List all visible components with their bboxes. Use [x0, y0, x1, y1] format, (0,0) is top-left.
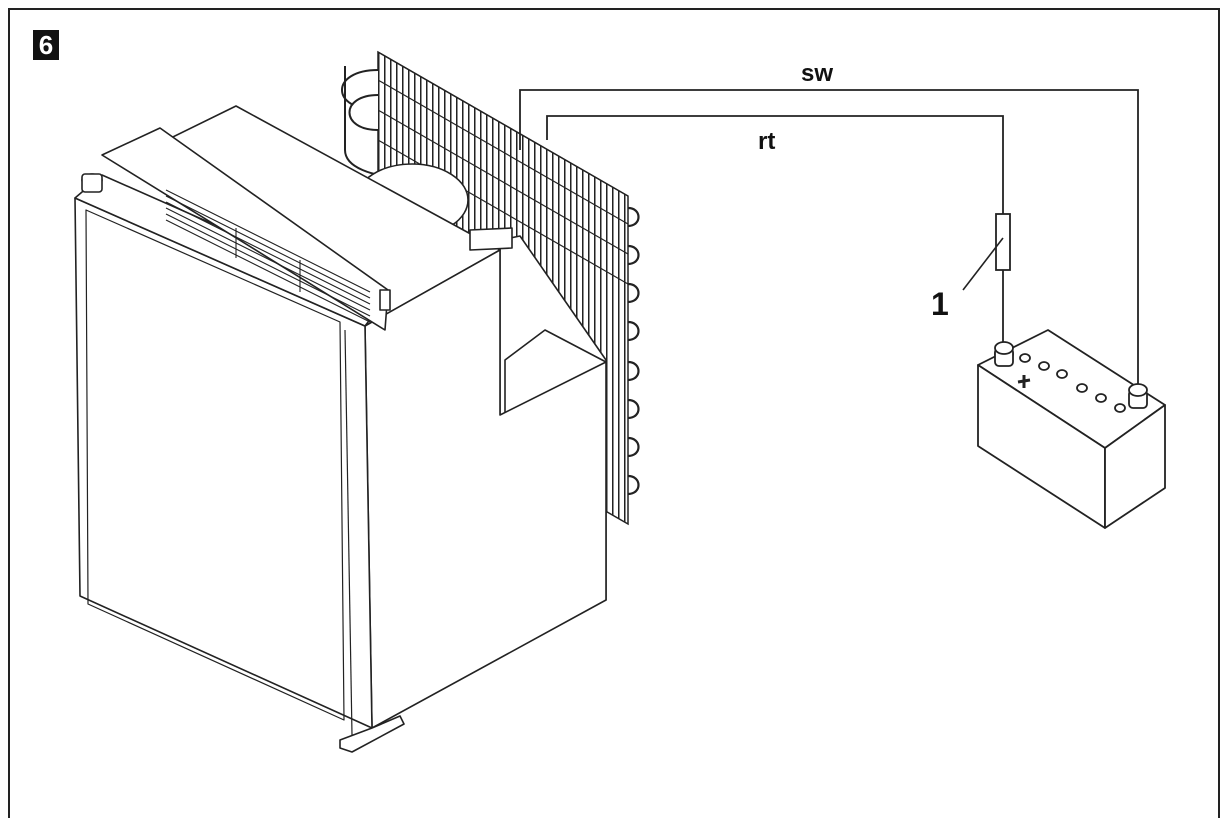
- wire-black: [519, 89, 1139, 385]
- refrigerator-icon: [74, 105, 607, 753]
- figure-number-badge: 6: [33, 30, 59, 60]
- wire-label-black: sw: [801, 60, 834, 87]
- battery-icon: [977, 329, 1166, 529]
- figure-frame: [8, 8, 1220, 818]
- fuse-icon: [995, 213, 1011, 271]
- callout-label-fuse: 1: [931, 286, 949, 322]
- fuse-callout-line: [962, 237, 1004, 291]
- wire-label-red: rt: [758, 128, 776, 155]
- wire-red: [546, 115, 1004, 345]
